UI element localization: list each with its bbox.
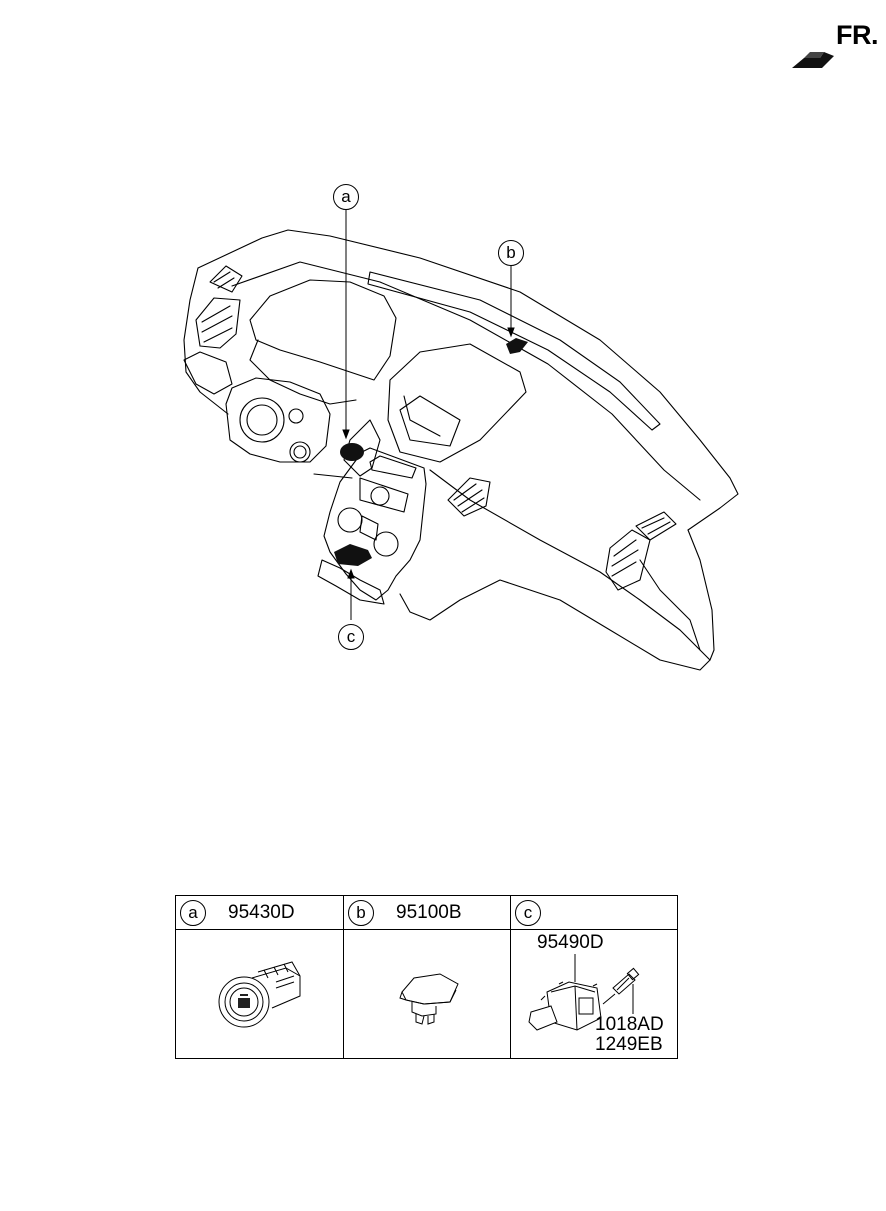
callout-c: c: [338, 624, 364, 650]
front-arrow-icon: [792, 52, 834, 68]
dashboard-diagram: [183, 210, 739, 671]
front-direction-indicator: FR.: [790, 20, 886, 76]
fr-label: FR.: [836, 20, 879, 50]
part-number-95430D: 95430D: [228, 902, 295, 923]
part-number-95100B: 95100B: [396, 902, 462, 923]
callout-b: b: [498, 240, 524, 266]
parts-column-c: c 95490D 1018A: [511, 896, 677, 1058]
part-number-1249EB: 1249EB: [595, 1034, 663, 1055]
parts-column-body: [344, 930, 510, 1058]
callout-a: a: [333, 184, 359, 210]
parts-column-header: b 95100B: [344, 896, 510, 930]
parts-column-a: a 95430D: [176, 896, 344, 1058]
switch-module-icon: [528, 954, 640, 1031]
parts-column-b: b 95100B: [344, 896, 511, 1058]
sensor-icon: [399, 973, 459, 1025]
parts-column-body: [176, 930, 343, 1058]
parts-column-header: c: [511, 896, 677, 930]
table-callout-b: b: [348, 900, 374, 926]
parts-table: a 95430D b 95100B: [175, 895, 678, 1059]
table-callout-a: a: [180, 900, 206, 926]
table-callout-c: c: [515, 900, 541, 926]
parts-column-body: 95490D 1018AD 1249EB: [511, 930, 677, 1058]
start-stop-button-icon: [218, 961, 301, 1028]
part-number-1018AD: 1018AD: [595, 1014, 664, 1035]
parts-column-header: a 95430D: [176, 896, 343, 930]
part-number-95490D: 95490D: [537, 932, 604, 953]
